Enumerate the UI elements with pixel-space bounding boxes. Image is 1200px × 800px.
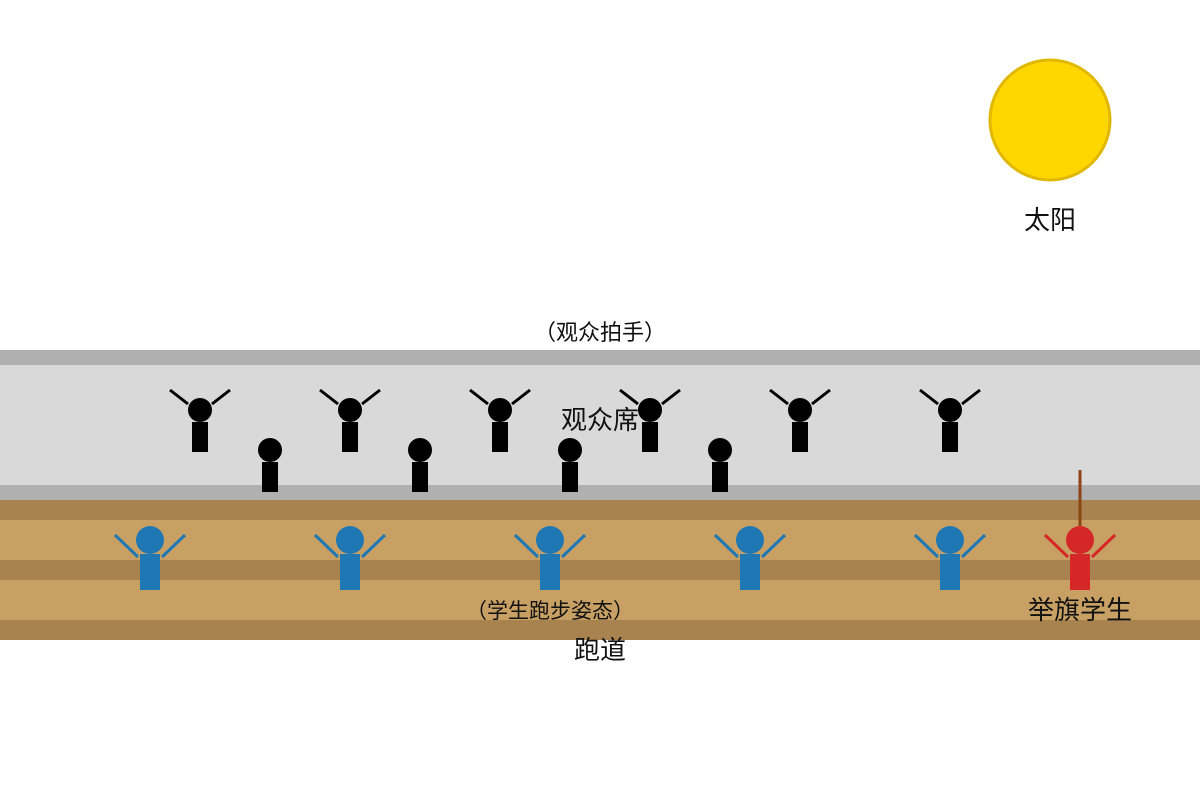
running-student <box>313 526 387 590</box>
track-label: 跑道 <box>574 636 626 666</box>
spectator-arms-up <box>169 388 231 452</box>
stands-label: 观众席 <box>561 406 639 436</box>
student-pose-label: （学生跑步姿态） <box>466 599 634 623</box>
track <box>0 500 1200 640</box>
spectator-arms-up <box>919 388 981 452</box>
running-student <box>713 526 787 590</box>
stands-bottom-border <box>0 485 1200 500</box>
stands-top-border <box>0 350 1200 365</box>
flag-student <box>1043 470 1117 590</box>
spectator-arms-up <box>769 388 831 452</box>
flag-student-label: 举旗学生 <box>1028 596 1132 626</box>
running-student <box>513 526 587 590</box>
sun-icon <box>988 58 1112 182</box>
track-lane-dark-1 <box>0 500 1200 520</box>
spectator-seated <box>558 438 582 492</box>
running-student <box>913 526 987 590</box>
spectator-arms-up <box>469 388 531 452</box>
sun-label: 太阳 <box>1024 206 1076 236</box>
running-student <box>113 526 187 590</box>
track-lane-dark-3 <box>0 620 1200 640</box>
spectator-seated <box>408 438 432 492</box>
spectator-arms-up <box>319 388 381 452</box>
spectator-seated <box>258 438 282 492</box>
track-lane-light-2 <box>0 580 1200 620</box>
track-lane-light-1 <box>0 520 1200 560</box>
spectator-arms-up <box>619 388 681 452</box>
spectator-seated <box>708 438 732 492</box>
audience-clapping-label: （观众拍手） <box>534 321 666 346</box>
track-lane-dark-2 <box>0 560 1200 580</box>
